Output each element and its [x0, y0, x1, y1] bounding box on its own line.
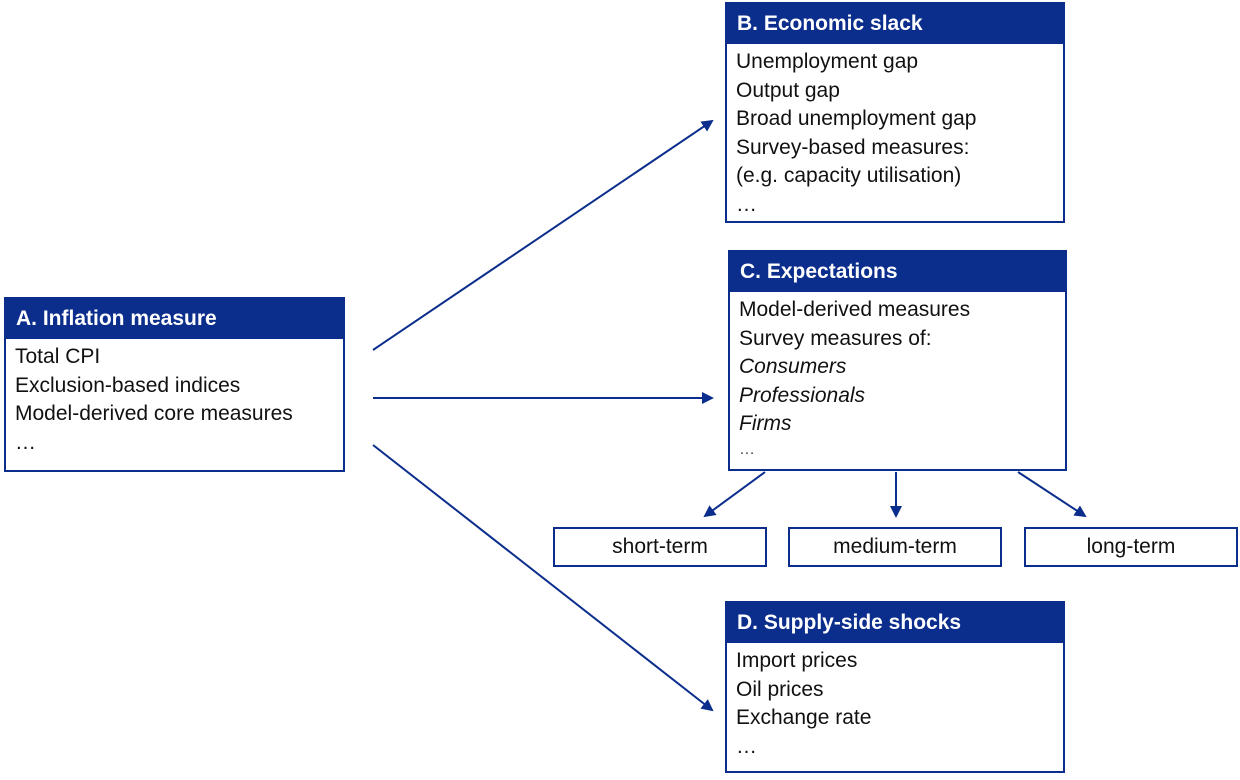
box-c-item: Consumers [739, 355, 847, 379]
horizon-short-term: short-term [553, 527, 767, 567]
box-d-item: Exchange rate [736, 706, 872, 730]
box-b-body: Unemployment gap Output gap Broad unempl… [727, 44, 1063, 220]
box-a-body: Total CPI Exclusion-based indices Model-… [6, 339, 343, 457]
box-b-item: Survey-based measures: [736, 135, 970, 159]
box-a-item: Model-derived core measures [15, 402, 293, 426]
arrow-c-to-long-term [1017, 471, 1087, 518]
box-c-item: Professionals [739, 383, 866, 407]
box-a-item: Exclusion-based indices [15, 373, 241, 397]
box-d-title: D. Supply-side shocks [727, 603, 1063, 643]
box-c-item: Survey measures of: [739, 326, 932, 350]
box-b-item: … [736, 192, 757, 216]
box-economic-slack: B. Economic slack Unemployment gap Outpu… [725, 2, 1065, 223]
box-c-item: … [739, 440, 755, 458]
horizon-long-term: long-term [1024, 527, 1238, 567]
box-expectations: C. Expectations Model-derived measures S… [728, 250, 1067, 471]
box-d-item: … [736, 734, 757, 758]
box-d-item: Oil prices [736, 677, 824, 701]
box-d-item: Import prices [736, 649, 858, 672]
box-c-item: Firms [739, 412, 792, 436]
box-c-item: Model-derived measures [739, 298, 971, 321]
box-b-item: Broad unemployment gap [736, 107, 977, 131]
box-b-item: Output gap [736, 78, 840, 102]
arrow-c-to-short-term [703, 471, 766, 518]
box-a-item: Total CPI [15, 345, 101, 368]
arrow-a-to-d [372, 444, 714, 712]
box-c-body: Model-derived measures Survey measures o… [730, 292, 1065, 461]
box-supply-side-shocks: D. Supply-side shocks Import prices Oil … [725, 601, 1065, 773]
arrow-a-to-b [372, 119, 714, 351]
box-b-item: Unemployment gap [736, 50, 919, 73]
box-b-title: B. Economic slack [727, 4, 1063, 44]
horizon-medium-term: medium-term [788, 527, 1002, 567]
box-b-item: (e.g. capacity utilisation) [736, 164, 962, 188]
box-a-item: … [15, 430, 36, 454]
box-c-title: C. Expectations [730, 252, 1065, 292]
box-a-title: A. Inflation measure [6, 299, 343, 339]
box-inflation-measure: A. Inflation measure Total CPI Exclusion… [4, 297, 345, 472]
box-d-body: Import prices Oil prices Exchange rate … [727, 643, 1063, 761]
